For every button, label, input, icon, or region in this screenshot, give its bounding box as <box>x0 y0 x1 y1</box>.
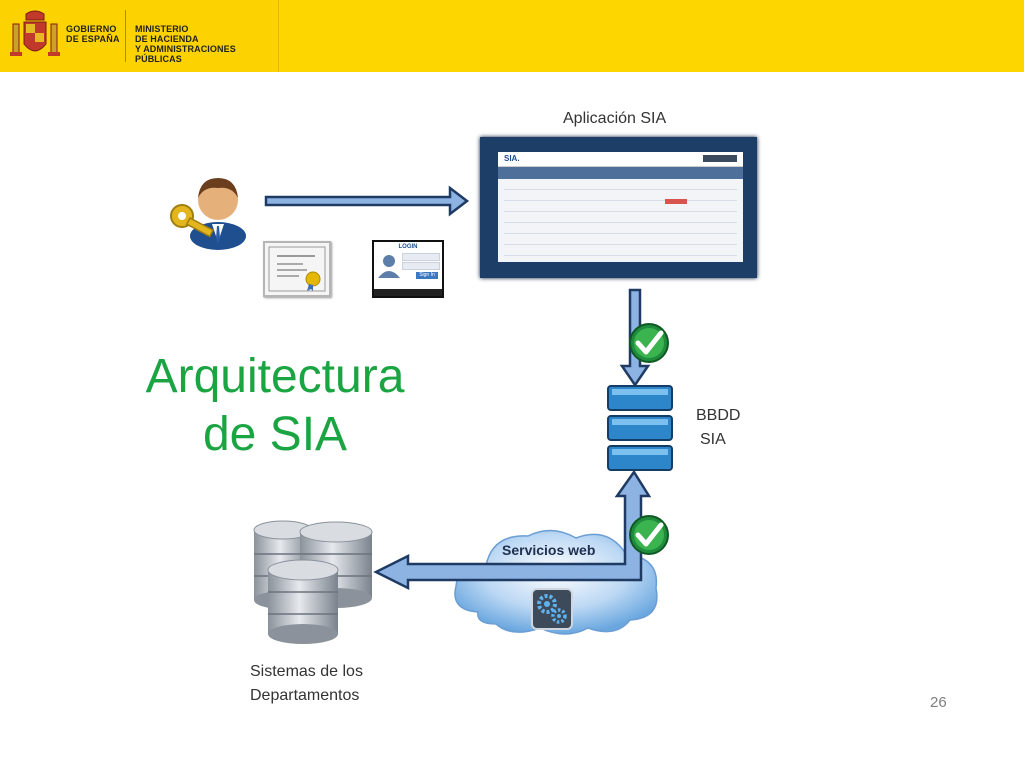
login-title: LOGIN <box>398 244 418 250</box>
certificate-icon <box>263 241 331 297</box>
government-name: GOBIERNO DE ESPAÑA <box>66 24 120 44</box>
department-servers-icon <box>253 520 373 644</box>
slide-title: Arquitectura de SIA <box>145 350 405 461</box>
sia-logo: SIA. <box>504 154 520 163</box>
departments-label: Sistemas de los Departamentos <box>250 663 363 704</box>
header-divider <box>125 10 126 62</box>
coat-of-arms-icon <box>10 10 60 56</box>
sia-app-screen: SIA. <box>498 152 743 262</box>
database-label: BBDD SIA <box>696 407 741 448</box>
arrow-to-departments <box>373 469 652 591</box>
app-label: Aplicación SIA <box>563 110 667 127</box>
user-key-icon <box>170 178 246 250</box>
arrow-to-app <box>264 185 470 217</box>
login-button-icon: Sign In <box>416 272 438 279</box>
gears-icon <box>531 588 573 630</box>
government-logo: GOBIERNO DE ESPAÑA MINISTERIO DE HACIEND… <box>0 0 279 72</box>
page-number: 26 <box>930 694 947 711</box>
database-icon <box>607 385 673 471</box>
check-icon <box>629 323 669 363</box>
ministry-name: MINISTERIO DE HACIENDA Y ADMINISTRACIONE… <box>135 24 236 64</box>
login-card-icon: LOGIN Sign In <box>372 240 444 298</box>
check-icon <box>629 515 669 555</box>
web-services-label: Servicios web <box>502 542 596 558</box>
